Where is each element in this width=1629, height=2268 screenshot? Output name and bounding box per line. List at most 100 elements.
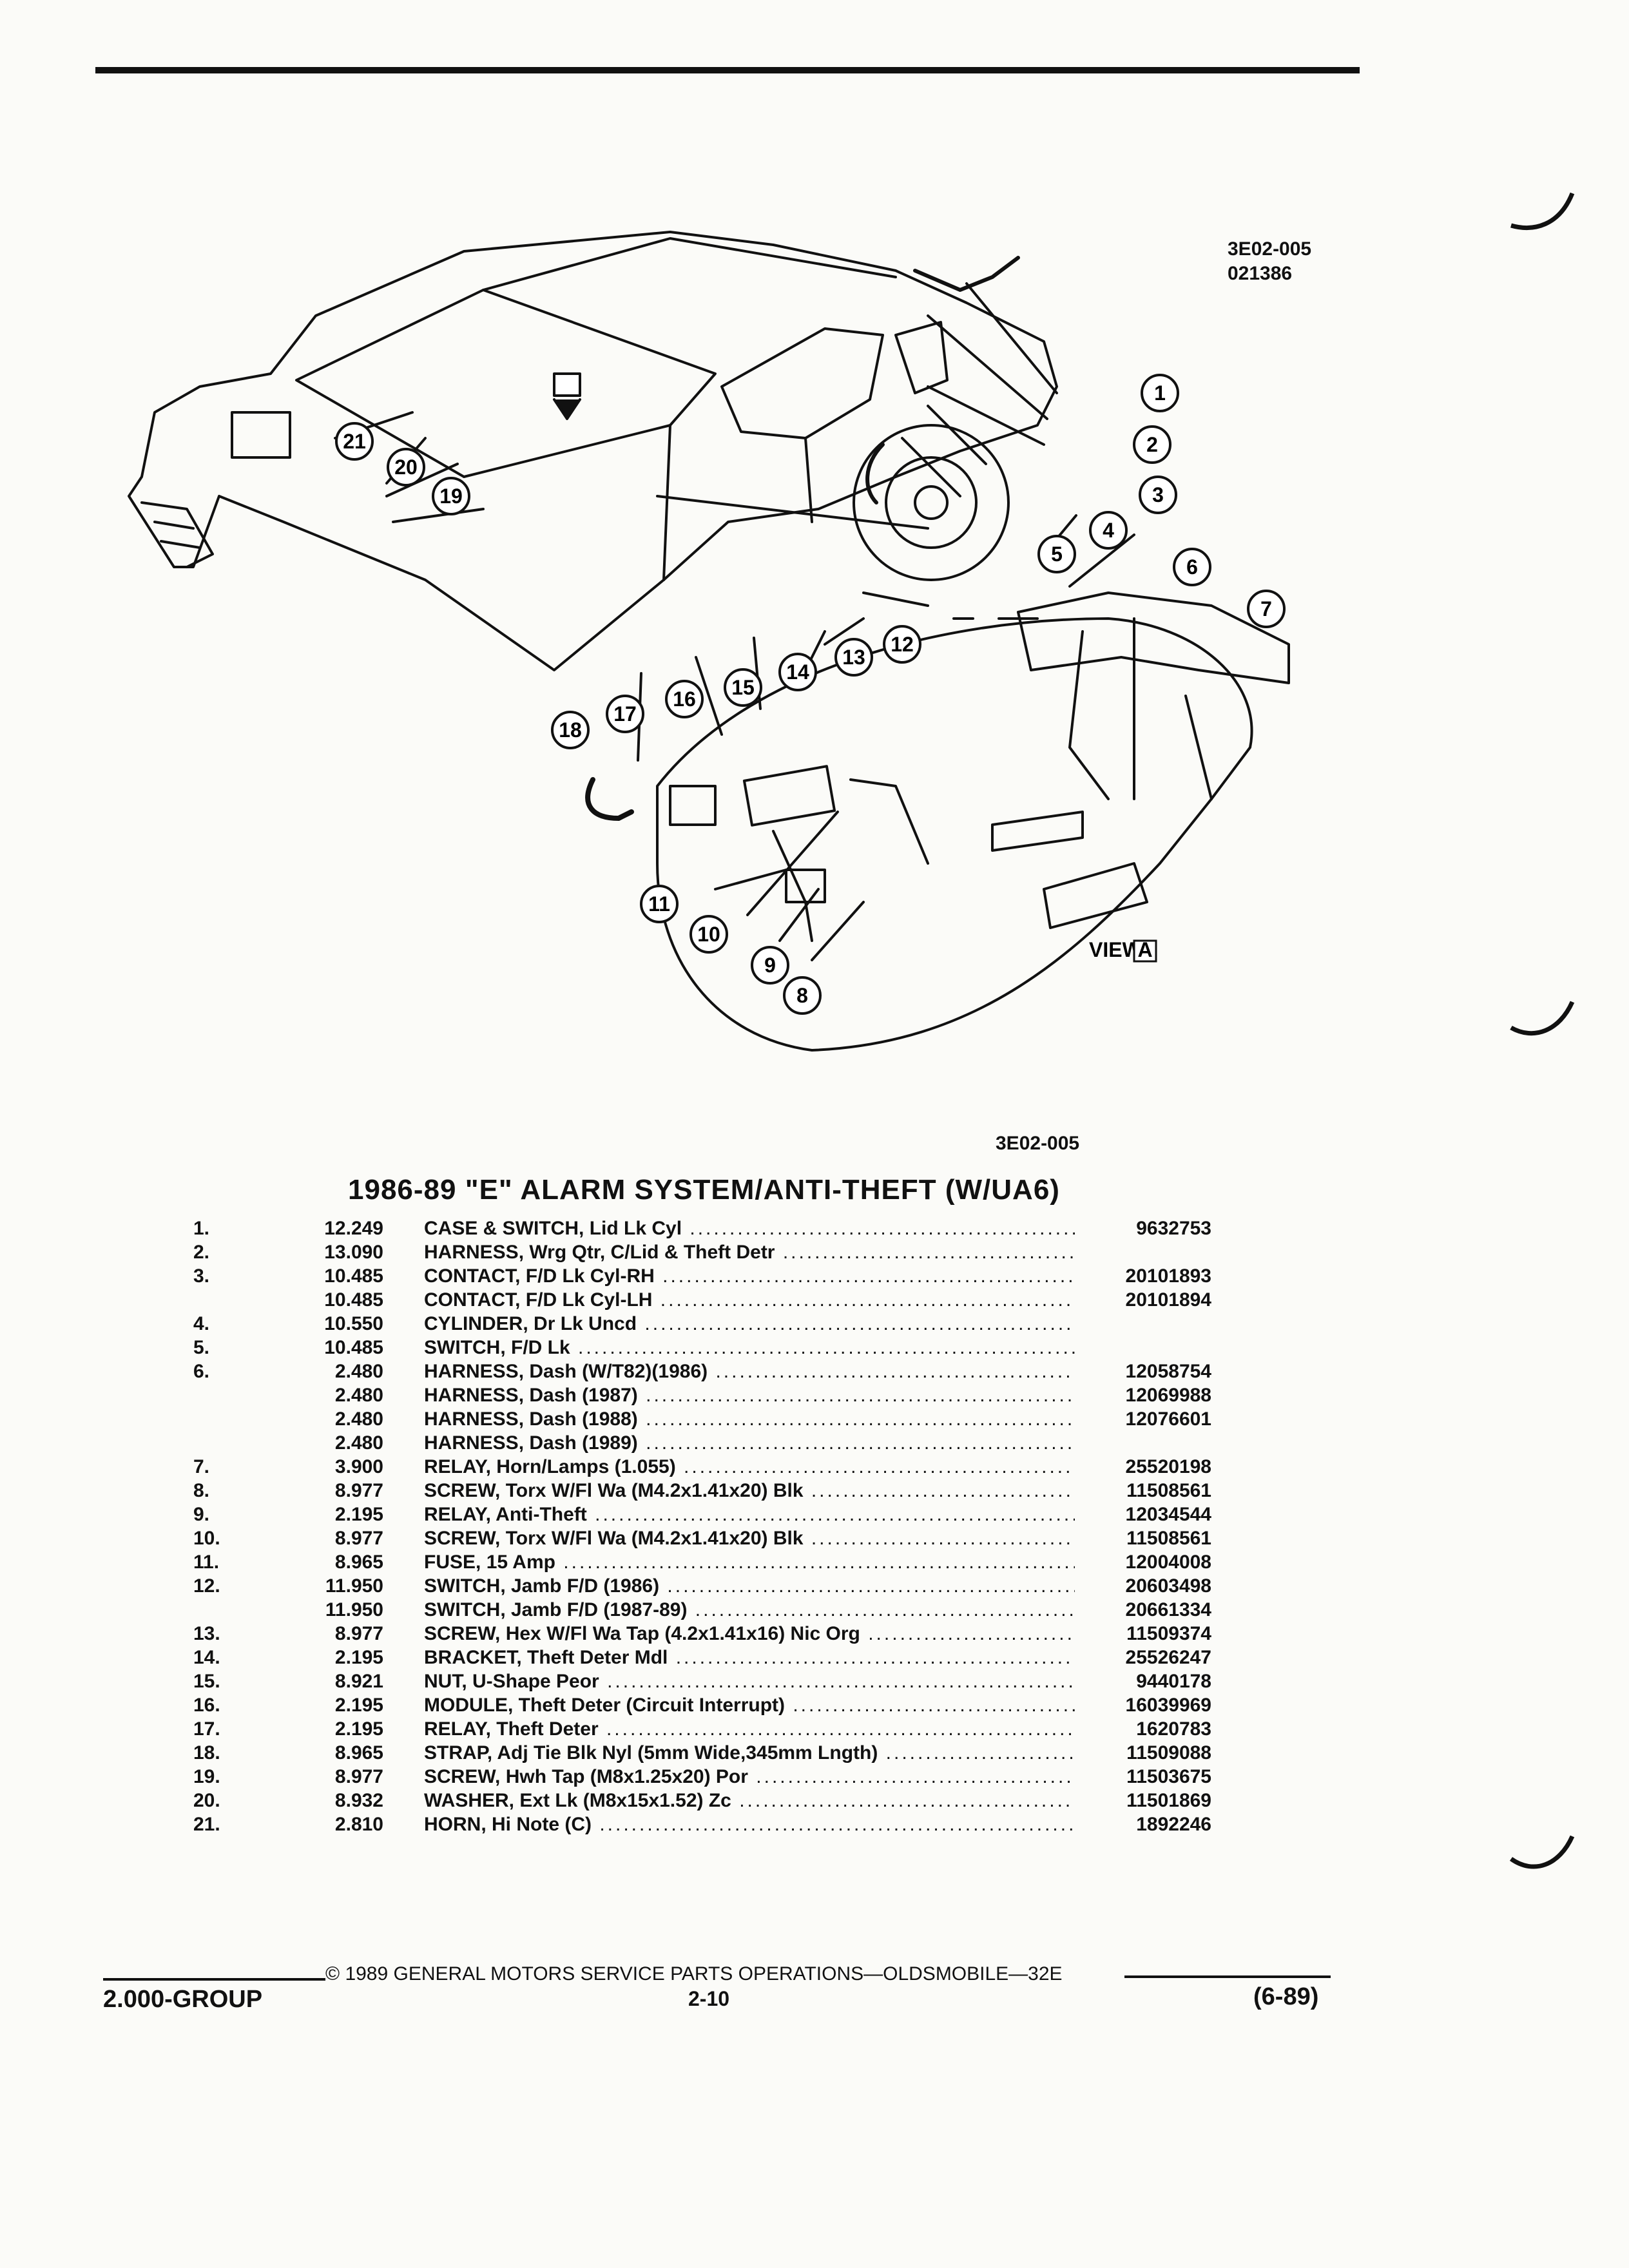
part-description: CONTACT, F/D Lk Cyl-LH .................… <box>424 1288 1075 1312</box>
part-name: SWITCH, <box>424 1575 506 1597</box>
item-number: 2. <box>193 1242 210 1263</box>
svg-text:15: 15 <box>731 676 755 699</box>
part-number: 12069988 <box>1125 1385 1211 1406</box>
part-description: CYLINDER, Dr Lk Uncd ...................… <box>424 1312 1075 1336</box>
callout-19: 19 <box>432 477 470 515</box>
part-number: 25526247 <box>1125 1647 1211 1668</box>
part-description: SCREW, Hex W/Fl Wa Tap (4.2x1.41x16) Nic… <box>424 1622 1075 1646</box>
item-number: 3. <box>193 1265 210 1287</box>
callout-3: 3 <box>1139 476 1177 514</box>
rear-window <box>894 321 949 394</box>
part-name: CASE & SWITCH, <box>424 1218 584 1239</box>
trunk-harness <box>913 256 1020 292</box>
group-number: 8.965 <box>334 1552 383 1573</box>
group-number: 8.965 <box>334 1742 383 1763</box>
svg-text:4: 4 <box>1103 519 1114 542</box>
leader-dots: ........................................… <box>646 1385 1075 1406</box>
svg-text:A: A <box>1137 938 1152 961</box>
windshield <box>295 289 717 478</box>
front-grille <box>140 501 214 568</box>
part-name: STRAP, <box>424 1742 493 1763</box>
svg-text:12: 12 <box>891 633 914 656</box>
margin-mark <box>1509 1835 1575 1869</box>
svg-text:10: 10 <box>697 923 720 946</box>
group-number: 8.977 <box>334 1623 383 1644</box>
callout-group: 1 2 3 4 5 6 7 8 9 10 11 12 13 14 15 16 1… <box>335 374 1286 1015</box>
leader-dots: ........................................… <box>607 1671 1075 1692</box>
group-number: 8.932 <box>334 1790 383 1811</box>
rear-wheel <box>853 424 1010 581</box>
part-name: BRACKET, <box>424 1647 522 1668</box>
part-description: HARNESS, Dash (W/T82)(1986) ............… <box>424 1360 1075 1383</box>
part-description: RELAY, Anti-Theft ......................… <box>424 1503 1075 1526</box>
part-detail: 15 Amp <box>486 1552 555 1573</box>
part-name: HARNESS, <box>424 1408 525 1430</box>
item-number: 13. <box>193 1623 220 1644</box>
door-harness <box>865 443 885 505</box>
gas-pedal <box>1043 862 1148 929</box>
part-name: SCREW, <box>424 1480 501 1501</box>
header-rule <box>95 67 1360 73</box>
item-number: 5. <box>193 1337 210 1358</box>
parts-row: 13. 8.977 SCREW, Hex W/Fl Wa Tap (4.2x1.41… <box>193 1622 1211 1646</box>
part-detail: Jamb F/D (1986) <box>511 1575 660 1597</box>
part-name: RELAY, <box>424 1456 491 1477</box>
svg-text:16: 16 <box>673 687 696 711</box>
svg-text:3: 3 <box>1152 483 1164 506</box>
group-number: 12.249 <box>324 1218 383 1239</box>
theft-module <box>742 765 836 827</box>
callout-7: 7 <box>1247 590 1286 628</box>
group-number: 2.810 <box>334 1814 383 1835</box>
part-number: 11508561 <box>1126 1480 1211 1501</box>
section-title: 1986-89 "E" ALARM SYSTEM/ANTI-THEFT (W/U… <box>348 1174 1060 1206</box>
part-description: SCREW, Torx W/Fl Wa (M4.2x1.41x20) Blk .… <box>424 1479 1075 1503</box>
callout-5: 5 <box>1037 535 1076 573</box>
leader-dots: ........................................… <box>646 1432 1075 1454</box>
leader-dots: ........................................… <box>695 1599 1075 1620</box>
svg-text:2: 2 <box>1146 433 1158 456</box>
part-detail: Dash (W/T82)(1986) <box>529 1361 708 1382</box>
part-number: 11509088 <box>1126 1742 1211 1763</box>
part-description: CONTACT, F/D Lk Cyl-RH .................… <box>424 1264 1075 1288</box>
leader-dots: ........................................… <box>739 1790 1075 1811</box>
part-description: CASE & SWITCH, Lid Lk Cyl ..............… <box>424 1216 1075 1240</box>
leader-dots: ........................................… <box>563 1552 1075 1573</box>
leader-dots: ........................................… <box>756 1766 1075 1787</box>
part-name: NUT, <box>424 1671 467 1692</box>
item-number: 7. <box>193 1456 210 1477</box>
item-number: 21. <box>193 1814 220 1835</box>
item-number: 6. <box>193 1361 210 1382</box>
part-number: 25520198 <box>1125 1456 1211 1477</box>
part-detail: Jamb F/D (1987-89) <box>511 1599 688 1620</box>
part-name: RELAY, <box>424 1504 491 1525</box>
part-detail: Dr Lk Uncd <box>534 1313 637 1334</box>
part-detail: Anti-Theft <box>496 1504 587 1525</box>
callout-12: 12 <box>883 625 921 664</box>
part-number: 9632753 <box>1136 1218 1211 1239</box>
callout-16: 16 <box>665 680 704 718</box>
part-number: 1620783 <box>1136 1718 1211 1740</box>
part-description: HARNESS, Dash (1989) ...................… <box>424 1431 1075 1455</box>
group-number: 10.485 <box>324 1337 383 1358</box>
strap <box>585 777 634 821</box>
svg-text:20: 20 <box>394 456 418 479</box>
part-description: FUSE, 15 Amp ...........................… <box>424 1550 1075 1574</box>
figure-id: 3E02-005 <box>1228 238 1312 260</box>
group-number: 2.195 <box>334 1718 383 1740</box>
leader-dots: ........................................… <box>868 1623 1075 1644</box>
leader-dots: ........................................… <box>660 1289 1075 1311</box>
footer-rule-left <box>103 1978 325 1981</box>
part-detail: Lid Lk Cyl <box>589 1218 682 1239</box>
leader-dots: ........................................… <box>644 1313 1075 1334</box>
